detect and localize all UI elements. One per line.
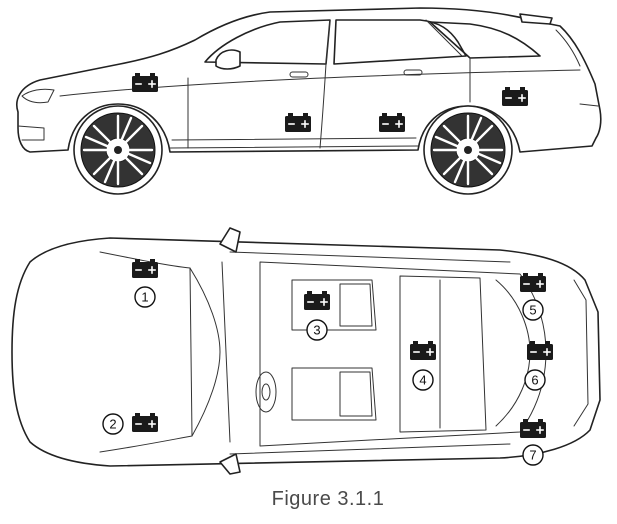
battery-icon [284,112,312,133]
battery-icon [131,412,159,433]
location-number: 5 [529,303,536,318]
battery-icon [519,272,547,293]
battery-icon [378,112,406,133]
figure-caption: Figure 3.1.1 [272,488,385,510]
location-marker-5: 5 [522,299,544,321]
location-number: 1 [141,290,148,305]
battery-icon [131,72,159,93]
side-windows [204,19,331,65]
top-body-outline [11,237,601,467]
battery-icon [409,340,437,361]
location-number: 3 [313,323,320,338]
battery-icon [526,340,554,361]
battery-icon [303,290,331,311]
location-number: 6 [531,373,538,388]
battery-icon [501,86,529,107]
side-body-outline [16,7,602,153]
location-marker-3: 3 [306,319,328,341]
car-top-view: 1 2 3 4 5 6 7 [11,227,601,475]
battery-icon [519,418,547,439]
car-side-view [16,7,602,195]
location-marker-6: 6 [524,369,546,391]
location-marker-7: 7 [522,444,544,466]
location-number: 2 [109,417,116,432]
battery-icon [131,258,159,279]
location-marker-1: 1 [134,286,156,308]
location-number: 4 [419,373,426,388]
location-marker-4: 4 [412,369,434,391]
rear-wheel [423,105,513,195]
front-wheel [73,105,163,195]
location-marker-2: 2 [102,413,124,435]
location-number: 7 [529,448,536,463]
